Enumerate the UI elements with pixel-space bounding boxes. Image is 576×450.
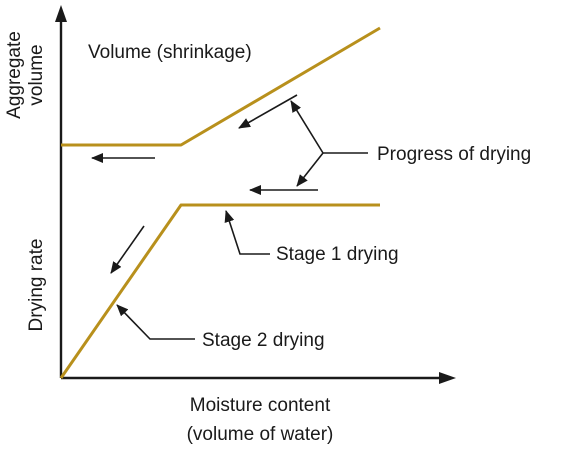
progress-leader-to-rate [296,152,324,187]
x-axis-arrowhead [439,372,456,384]
stage2-label: Stage 2 drying [202,330,325,351]
x-axis-label-line2: (volume of water) [187,424,334,445]
stage2-leader [116,304,195,340]
leader-lines [116,100,368,340]
progress-leader-to-volume [290,100,368,154]
progress-arrows [91,94,318,274]
y-axis-top-label-line2: volume [26,44,47,105]
y-axis-arrowhead [55,5,67,22]
rate-slope-direction-arrow [110,225,145,274]
y-axis-bottom-label: Drying rate [26,239,47,332]
x-axis-label-line1: Moisture content [190,395,331,416]
volume-slope-direction-arrow [238,94,298,129]
volume-shrinkage-curve [61,26,381,147]
progress-label: Progress of drying [377,144,531,165]
drying-rate-curve [59,203,380,379]
volume-curve-label: Volume (shrinkage) [88,42,252,63]
y-axis-top-label-line1: Aggregate [4,31,25,119]
stage1-label: Stage 1 drying [276,244,399,265]
stage1-leader [224,210,270,255]
axes [55,5,456,384]
